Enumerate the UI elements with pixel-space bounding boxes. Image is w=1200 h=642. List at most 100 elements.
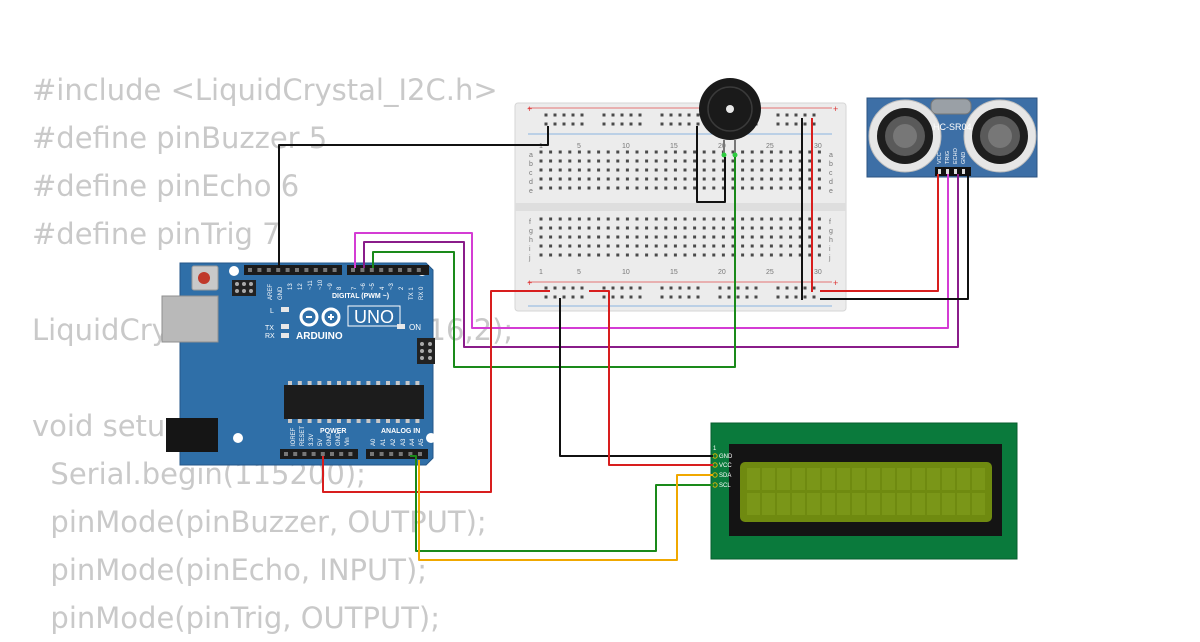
- breadboard-hole: [769, 244, 773, 248]
- breadboard-hole: [741, 226, 745, 230]
- breadboard-rail-hole: [611, 113, 615, 117]
- breadboard-hole: [654, 150, 658, 154]
- breadboard-hole: [558, 226, 562, 230]
- icsp-pin: [249, 289, 253, 293]
- wire-lcd-gnd[interactable]: [559, 298, 713, 457]
- breadboard-hole: [741, 217, 745, 221]
- breadboard-hole: [654, 244, 658, 248]
- breadboard-hole: [654, 159, 658, 163]
- wire-sda[interactable]: [418, 460, 713, 561]
- breadboard-labels: 1 5 10 15 20 25 30 1 5 10 15 20 25 30 a …: [528, 143, 833, 276]
- pin-label: 4: [380, 286, 386, 290]
- pin-label: ~10: [318, 279, 324, 290]
- lcd-cell: [912, 493, 925, 515]
- chip-pin: [297, 381, 302, 385]
- breadboard-hole: [779, 159, 783, 163]
- wire-lcd-vcc[interactable]: [589, 290, 713, 466]
- breadboard-rail-hole: [602, 286, 606, 290]
- breadboard-hole: [769, 217, 773, 221]
- bb-row-letter: b: [529, 161, 533, 168]
- pin-label: 5V: [318, 439, 324, 446]
- wire-trig[interactable]: [354, 174, 949, 329]
- breadboard-rail-hole: [794, 122, 798, 126]
- lcd-cell: [822, 468, 835, 490]
- lcd-cell: [897, 493, 910, 515]
- reset-button-cap: [198, 272, 210, 284]
- breadboard-rail-hole: [669, 286, 673, 290]
- wire-5v-to-rail[interactable]: [322, 290, 550, 493]
- header-pin: [348, 452, 353, 456]
- breadboard-hole: [597, 226, 601, 230]
- pin-label: Vin: [345, 437, 351, 446]
- mounting-hole: [229, 266, 239, 276]
- breadboard-hole: [597, 217, 601, 221]
- breadboard-hole: [789, 217, 793, 221]
- breadboard-hole: [568, 177, 572, 181]
- breadboard-rail-hole: [687, 122, 691, 126]
- breadboard-hole: [654, 226, 658, 230]
- breadboard-hole: [625, 150, 629, 154]
- wire-gnd-to-rail[interactable]: [278, 126, 549, 268]
- lcd-pin-label: GND: [719, 454, 733, 460]
- bb-col-number: 30: [814, 269, 822, 276]
- ultrasonic-sensor[interactable]: HC-SR04 VCC TRIG ECHO GND: [866, 97, 1038, 178]
- chip-pin: [317, 419, 322, 423]
- lcd-display[interactable]: 1 GND VCC SDA SCL: [710, 422, 1018, 560]
- wire-buzzer-gnd[interactable]: [696, 126, 726, 203]
- wire-scl[interactable]: [410, 455, 713, 552]
- breadboard-hole: [808, 168, 812, 172]
- chip-pin: [356, 419, 361, 423]
- breadboard-hole: [635, 159, 639, 163]
- chip-pin: [327, 381, 332, 385]
- wire-echo[interactable]: [363, 174, 959, 348]
- breadboard-hole: [731, 159, 735, 163]
- header-pin: [339, 452, 344, 456]
- chip-pin: [395, 419, 400, 423]
- breadboard-hole: [798, 186, 802, 190]
- breadboard-hole: [635, 235, 639, 239]
- lcd-cell: [882, 493, 895, 515]
- led-rx-label: RX: [265, 333, 275, 340]
- breadboard-hole: [702, 226, 706, 230]
- breadboard-hole: [616, 235, 620, 239]
- breadboard-hole: [549, 186, 553, 190]
- breadboard-hole: [577, 177, 581, 181]
- piezo-buzzer[interactable]: [699, 78, 761, 158]
- breadboard-rail-hole: [620, 113, 624, 117]
- wire-sensor-gnd[interactable]: [820, 174, 969, 300]
- breadboard-hole: [721, 253, 725, 257]
- breadboard-hole: [721, 177, 725, 181]
- breadboard-hole: [577, 186, 581, 190]
- breadboard-hole: [702, 150, 706, 154]
- breadboard-hole: [635, 226, 639, 230]
- buzzer-ring: [707, 86, 753, 132]
- breadboard-rail-hole: [727, 295, 731, 299]
- breadboard-hole: [769, 186, 773, 190]
- breadboard-hole: [606, 244, 610, 248]
- breadboard-hole: [549, 235, 553, 239]
- breadboard-hole: [673, 150, 677, 154]
- breadboard-rail-hole: [727, 286, 731, 290]
- breadboard-hole: [625, 159, 629, 163]
- logo-loop-left: [299, 307, 319, 327]
- breadboard-hole: [587, 226, 591, 230]
- uno-label-box: [347, 305, 401, 327]
- breadboard-hole: [721, 235, 725, 239]
- breadboard-hole: [597, 150, 601, 154]
- wire-buzzer-signal[interactable]: [372, 157, 736, 368]
- header-pin: [379, 268, 384, 272]
- code-line: #define pinEcho 6: [32, 169, 300, 203]
- code-line: pinMode(pinTrig, OUTPUT);: [32, 601, 441, 635]
- breadboard-hole: [606, 217, 610, 221]
- breadboard-hole: [635, 168, 639, 172]
- pin-label: 13: [288, 283, 294, 290]
- breadboard-hole: [577, 244, 581, 248]
- arduino-uno[interactable]: AREF GND 13 12 ~11 ~10 ~9 8 7 ~6 ~5 4 ~3…: [161, 262, 436, 466]
- breadboard-hole: [645, 226, 649, 230]
- wire-sensor-vcc[interactable]: [820, 174, 939, 292]
- bb-col-number: 20: [718, 269, 726, 276]
- breadboard-hole: [702, 253, 706, 257]
- breadboard-hole: [616, 217, 620, 221]
- breadboard-hole: [789, 253, 793, 257]
- breadboard[interactable]: + + + + 1 5 10 15 20 25 30 1 5 10 15 20 …: [514, 102, 847, 312]
